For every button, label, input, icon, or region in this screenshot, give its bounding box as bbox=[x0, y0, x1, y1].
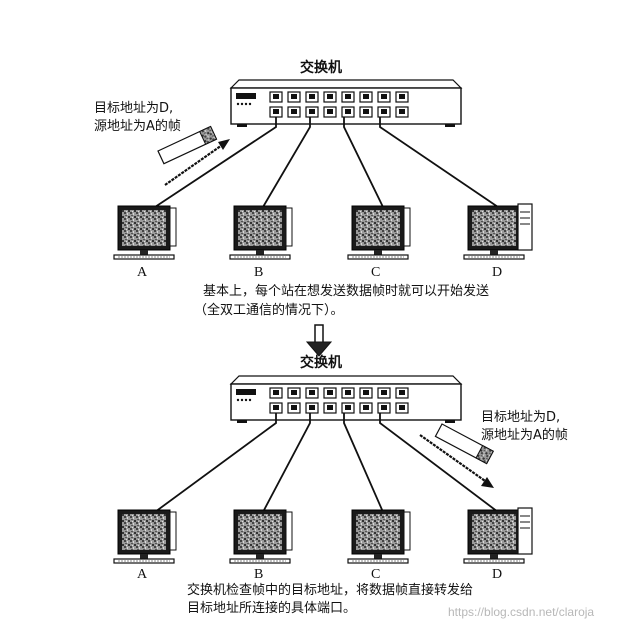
frame-arrow-top bbox=[164, 139, 230, 186]
station-label-c-top: C bbox=[371, 265, 381, 280]
computer-c-bottom bbox=[347, 509, 411, 564]
station-label-a-top: A bbox=[137, 265, 148, 280]
computer-a-bottom bbox=[113, 509, 177, 564]
station-label-c-bottom: C bbox=[371, 567, 381, 582]
station-label-d-top: D bbox=[492, 265, 503, 280]
computer-d-top bbox=[463, 203, 533, 260]
watermark-url: https://blog.csdn.net/claroja bbox=[448, 605, 595, 619]
frame-note-top-line2: 源地址为A的帧 bbox=[94, 119, 181, 134]
caption-bottom-line1: 交换机检查帧中的目标地址，将数据帧直接转发给 bbox=[187, 583, 474, 598]
switch-top bbox=[230, 79, 462, 128]
computer-a-top bbox=[113, 205, 177, 260]
computer-c-top bbox=[347, 205, 411, 260]
station-label-a-bottom: A bbox=[137, 567, 148, 582]
switch-title-top: 交换机 bbox=[300, 60, 342, 76]
switch-title-bottom: 交换机 bbox=[300, 355, 342, 371]
computer-b-top bbox=[229, 205, 293, 260]
caption-bottom-line2: 目标地址所连接的具体端口。 bbox=[187, 601, 357, 616]
computer-d-bottom bbox=[463, 507, 533, 564]
flow-down-arrow bbox=[305, 324, 333, 357]
station-label-b-top: B bbox=[254, 265, 264, 280]
cables-bottom bbox=[154, 413, 499, 513]
frame-arrow-bottom bbox=[419, 434, 494, 488]
caption-top-line2: （全双工通信的情况下）。 bbox=[194, 303, 344, 318]
station-label-b-bottom: B bbox=[254, 567, 264, 582]
cables-top bbox=[154, 117, 499, 208]
computer-b-bottom bbox=[229, 509, 293, 564]
frame-note-bottom-line1: 目标地址为D, bbox=[481, 410, 561, 425]
caption-top-line1: 基本上，每个站在想发送数据帧时就可以开始发送 bbox=[203, 284, 490, 299]
frame-note-bottom-line2: 源地址为A的帧 bbox=[481, 428, 568, 443]
frame-note-top-line1: 目标地址为D, bbox=[94, 101, 174, 116]
switch-bottom bbox=[230, 375, 462, 424]
station-label-d-bottom: D bbox=[492, 567, 503, 582]
